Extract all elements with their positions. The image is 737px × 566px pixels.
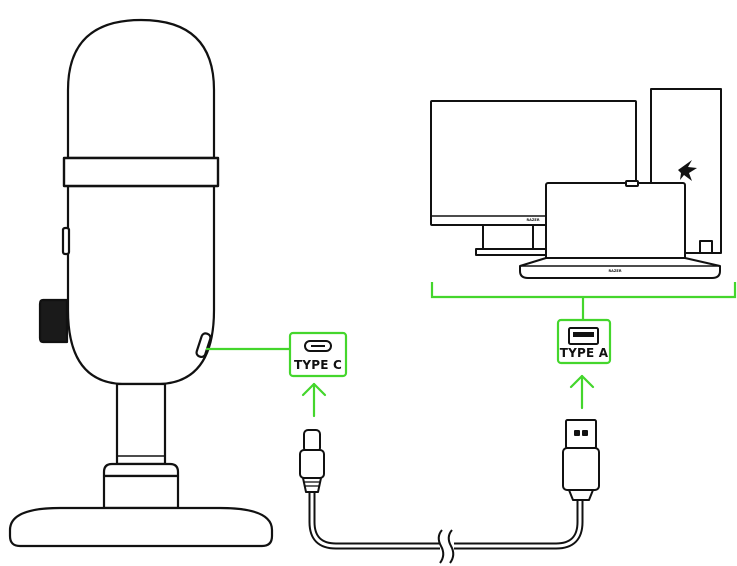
monitor-logo-text: RAZER <box>526 218 539 222</box>
mic-usb-port <box>195 332 212 359</box>
mic-body <box>66 184 216 386</box>
gain-knob <box>38 298 69 344</box>
monitor-neck <box>482 224 534 250</box>
type-c-box <box>288 331 348 378</box>
laptop-base <box>519 257 721 279</box>
mic-band <box>62 156 220 188</box>
type-c-label: TYPE C <box>294 358 342 372</box>
usb-c-plug <box>299 429 325 493</box>
usb-cable <box>299 419 600 564</box>
laptop-logo-text: RAZER <box>608 269 621 273</box>
monitor-foot <box>475 248 557 256</box>
cable-break-icon <box>437 529 455 564</box>
mic-grille <box>66 18 216 160</box>
mute-button <box>61 226 71 256</box>
arrow-up-icon-a <box>569 374 595 410</box>
tower-foot <box>699 240 713 254</box>
type-a-label: TYPE A <box>560 346 609 360</box>
type-a-callout: TYPE A <box>556 318 612 365</box>
mic-base <box>102 474 180 510</box>
laptop <box>519 180 721 279</box>
microphone <box>8 18 274 548</box>
mic-base-plate <box>8 506 274 548</box>
laptop-webcam <box>625 180 639 187</box>
razer-snake-logo-icon <box>678 160 697 181</box>
type-c-callout: TYPE C <box>288 331 348 378</box>
device-group-bracket <box>430 282 737 320</box>
mic-stem <box>115 382 167 466</box>
arrow-up-icon-c <box>301 382 327 418</box>
mic-base-top <box>102 462 180 478</box>
usb-a-plug <box>562 419 600 501</box>
